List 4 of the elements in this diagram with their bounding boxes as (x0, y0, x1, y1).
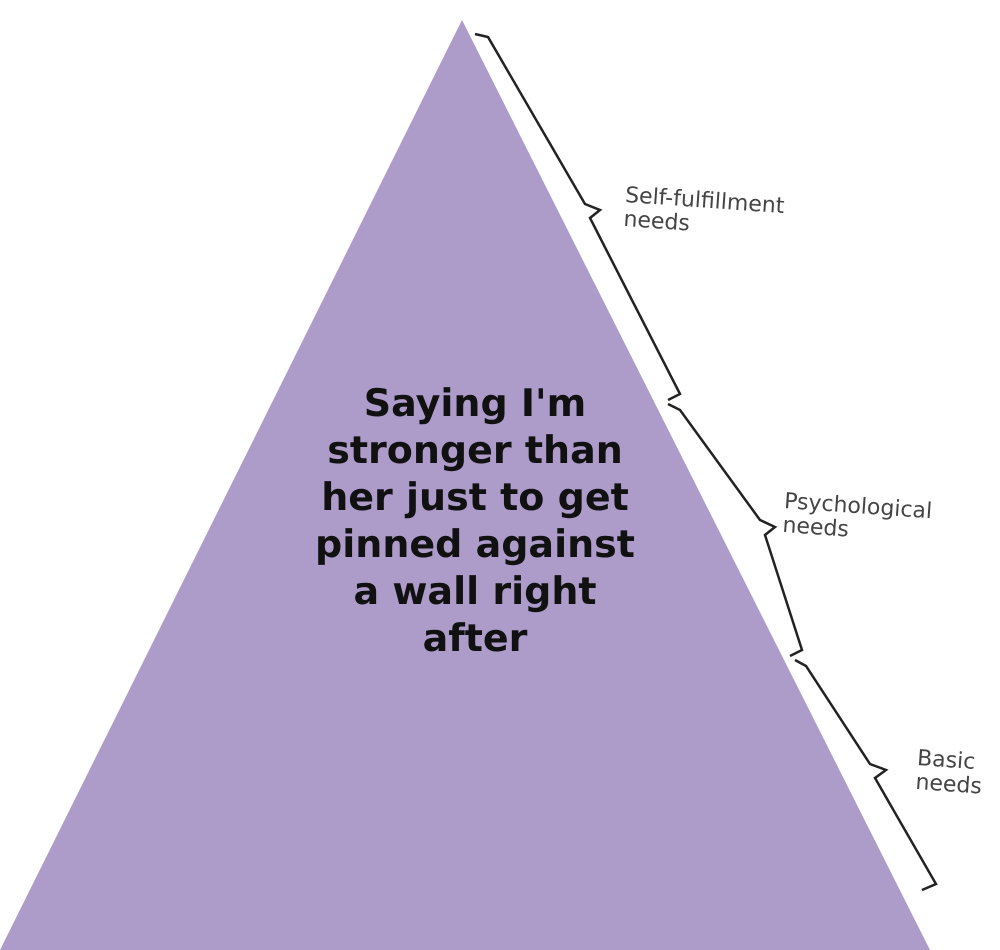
level-label: Psychological needs (782, 490, 934, 545)
level-label: Self-fulfillment needs (622, 184, 786, 239)
pyramid-text: Saying I'm stronger than her just to get pinned against a wall right after (314, 380, 636, 662)
level-label: Basic needs (914, 747, 984, 800)
